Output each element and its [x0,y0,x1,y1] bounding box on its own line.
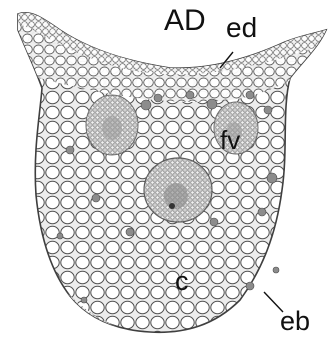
abaxial-epidermis-label: eb [280,308,310,335]
figure-panel-title: AD [164,6,206,36]
epidermis-label: ed [226,14,257,42]
vascular-bundle-label: fv [220,127,240,153]
vascular-bundle-central [144,158,212,222]
cortex-label: c [175,268,189,295]
vascular-bundle-left [86,95,138,155]
